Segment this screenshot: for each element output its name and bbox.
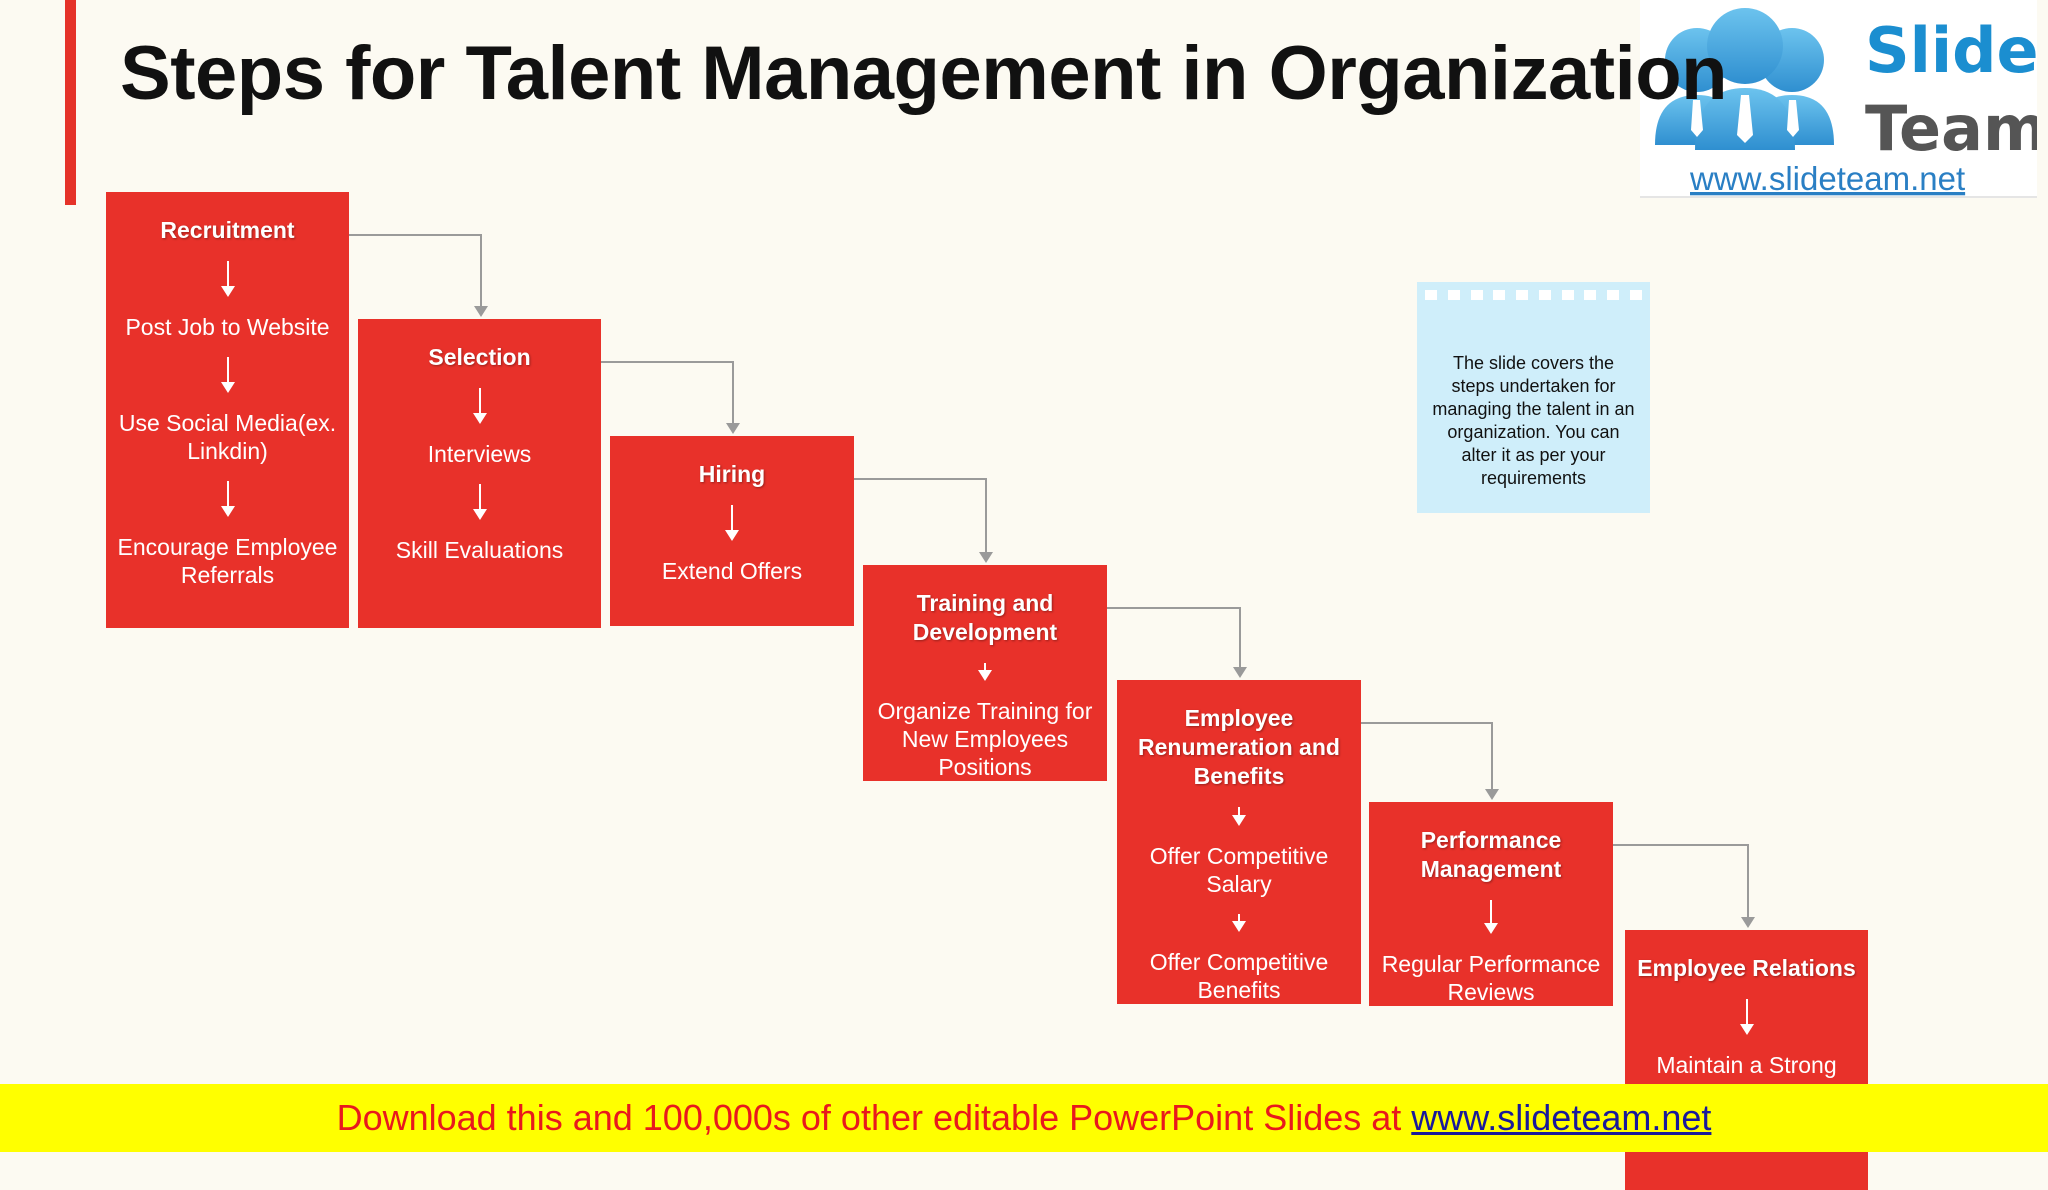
arrow-down-icon xyxy=(472,484,487,520)
arrow-down-icon xyxy=(472,388,487,424)
step-item: Skill Evaluations xyxy=(395,537,564,563)
arrow-down-icon xyxy=(978,663,992,681)
download-banner: Download this and 100,000s of other edit… xyxy=(0,1084,2048,1152)
step-item: Maintain a Strong xyxy=(1656,1052,1837,1078)
step-heading: Hiring xyxy=(698,461,766,487)
arrow-down-icon xyxy=(1232,807,1246,825)
step-item: Offer Competitive Salary xyxy=(1149,842,1329,897)
connector-arrow xyxy=(349,234,487,317)
arrow-down-icon xyxy=(725,505,739,541)
connector-arrow xyxy=(1361,722,1499,800)
arrow-down-icon xyxy=(1739,999,1754,1035)
step-heading: Training and Development xyxy=(912,590,1058,645)
banner-text: Download this and 100,000s of other edit… xyxy=(336,1097,1412,1138)
connector-arrow xyxy=(1107,607,1247,678)
note-text: The slide covers the steps undertaken fo… xyxy=(1432,353,1635,488)
note-perforation xyxy=(1425,290,1642,300)
arrow-down-icon xyxy=(220,261,235,297)
arrow-down-icon xyxy=(220,357,235,393)
people-icon: Slide Team www.slideteam.net xyxy=(1655,8,2048,197)
step-item: Use Social Media(ex. Linkdin) xyxy=(118,410,337,464)
logo-url: www.slideteam.net xyxy=(1689,160,1965,196)
step-item: Regular Performance Reviews xyxy=(1381,951,1601,1005)
step-heading: Employee Relations xyxy=(1637,955,1856,981)
banner-link[interactable]: www.slideteam.net xyxy=(1411,1097,1712,1138)
step-item: Interviews xyxy=(427,441,532,467)
note-card: The slide covers the steps undertaken fo… xyxy=(1417,282,1650,513)
slideteam-logo: Slide Team www.slideteam.net xyxy=(1640,0,2048,198)
connector-arrow xyxy=(854,478,993,563)
step-heading: Performance Management xyxy=(1420,827,1562,882)
step-item: Offer Competitive Benefits xyxy=(1149,949,1329,1003)
page-title: Steps for Talent Management in Organizat… xyxy=(120,31,1728,116)
logo-word-slide: Slide xyxy=(1865,14,2037,87)
step-item: Post Job to Website xyxy=(125,314,330,340)
accent-bar xyxy=(65,0,76,205)
connector-arrow xyxy=(601,361,740,434)
arrow-down-icon xyxy=(1232,913,1246,932)
arrow-down-icon xyxy=(220,481,235,517)
step-heading: Recruitment xyxy=(160,217,295,243)
step-heading: Employee Renumeration and Benefits xyxy=(1138,705,1340,789)
step-item: Extend Offers xyxy=(661,558,803,584)
step-item: Organize Training for New Employees Posi… xyxy=(877,698,1093,780)
connector-arrow xyxy=(1613,844,1754,928)
step-heading: Selection xyxy=(428,344,531,370)
arrow-down-icon xyxy=(1484,900,1498,934)
logo-word-team: Team xyxy=(1865,92,2037,165)
step-item: Encourage Employee Referrals xyxy=(117,534,338,588)
